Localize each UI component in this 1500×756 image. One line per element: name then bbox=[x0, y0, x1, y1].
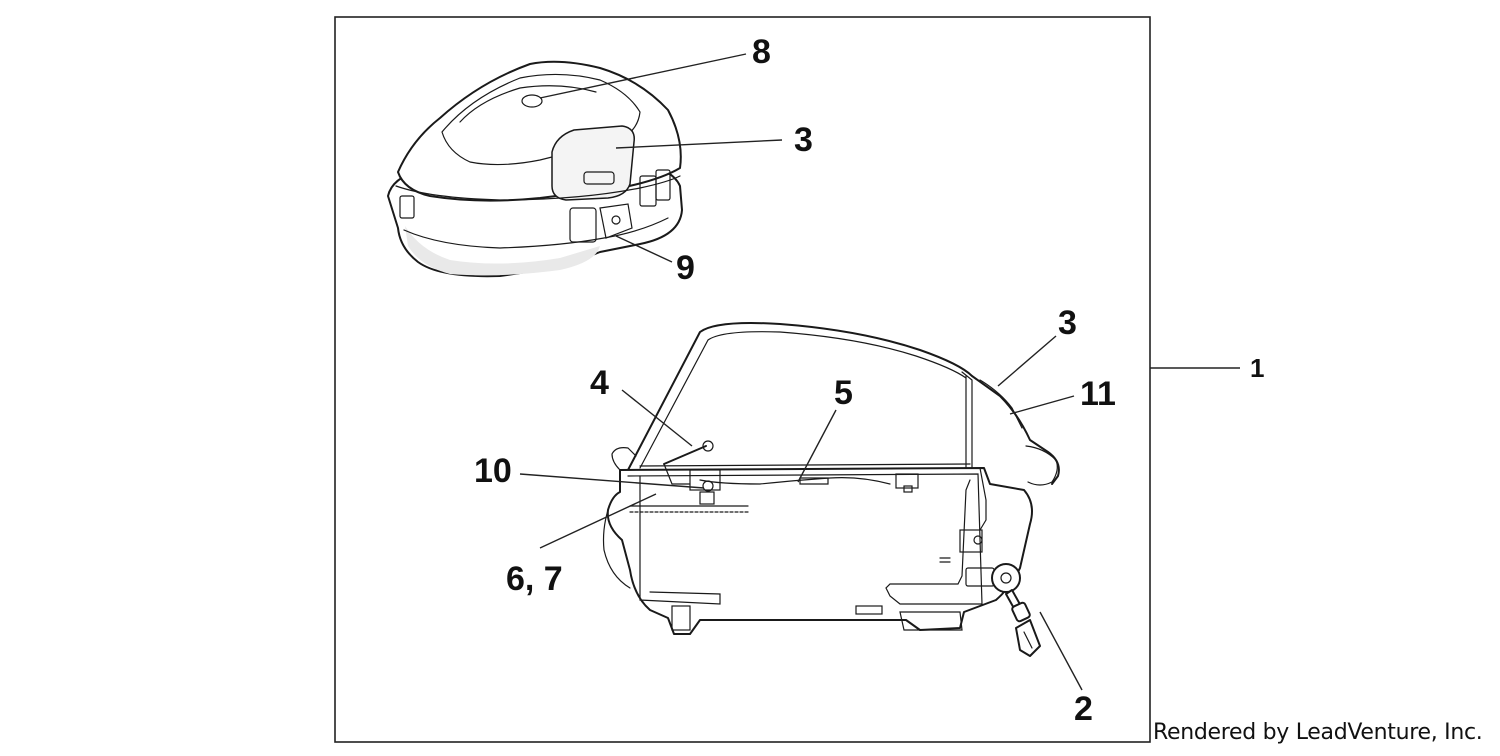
callout-10: 10 bbox=[474, 452, 512, 490]
diagram-frame bbox=[334, 16, 1151, 743]
callout-3-side: 3 bbox=[1058, 304, 1077, 342]
callout-9: 9 bbox=[676, 249, 695, 287]
render-credit: Rendered by LeadVenture, Inc. bbox=[1153, 720, 1483, 745]
callout-6-7: 6, 7 bbox=[506, 560, 563, 598]
callout-8: 8 bbox=[752, 33, 771, 71]
key-illustration bbox=[991, 563, 1041, 657]
callout-4: 4 bbox=[590, 364, 609, 402]
top-case-closed-illustration bbox=[387, 60, 683, 278]
callout-2: 2 bbox=[1074, 690, 1093, 728]
leader-lines bbox=[519, 53, 1240, 691]
callout-11: 11 bbox=[1080, 375, 1116, 413]
callout-5: 5 bbox=[834, 374, 853, 412]
callout-1: 1 bbox=[1250, 353, 1264, 383]
callout-3-top: 3 bbox=[794, 121, 813, 159]
top-case-open-illustration bbox=[602, 322, 1060, 657]
